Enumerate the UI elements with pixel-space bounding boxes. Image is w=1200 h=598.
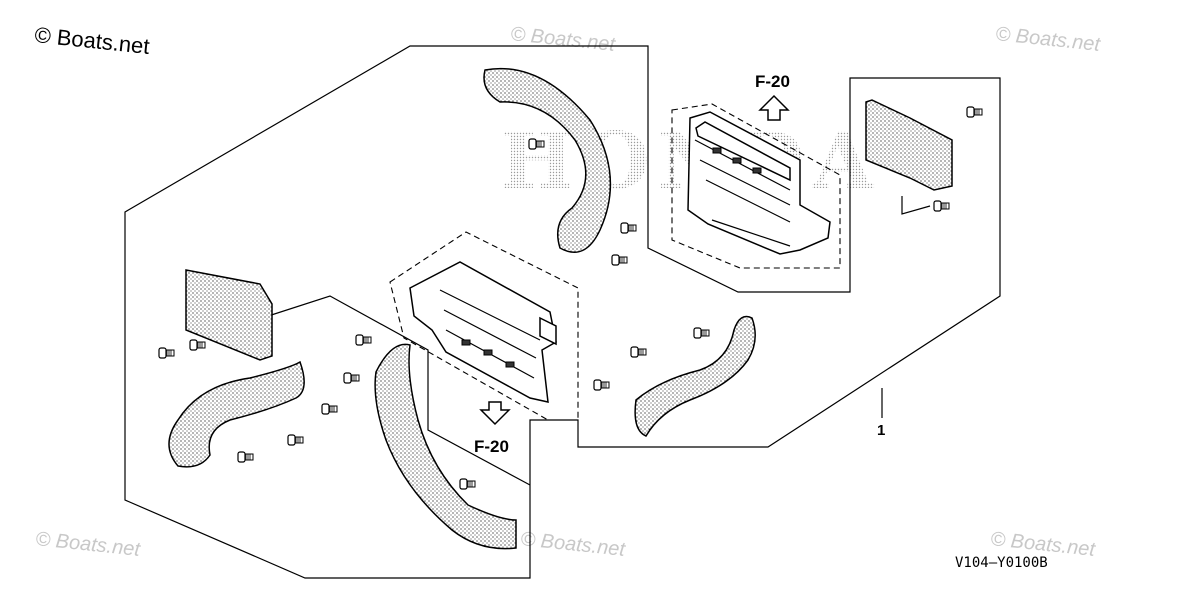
screw-icon <box>237 451 254 463</box>
right-gasket-plate <box>865 99 953 191</box>
screw-icon <box>355 334 372 346</box>
screw-icon <box>593 379 610 391</box>
right-lower-curved-guard <box>634 315 756 437</box>
lower-bracket-dashed-outline <box>389 231 579 421</box>
watermark-top-center: © Boats.net <box>509 23 617 56</box>
screw-icon <box>630 346 647 358</box>
part-ref-number: 1 <box>877 422 885 439</box>
leader-line <box>901 196 931 215</box>
arrow-down-icon <box>479 401 511 426</box>
watermark-top-right: © Boats.net <box>994 23 1102 56</box>
watermark-main: © Boats.net <box>33 22 150 59</box>
screw-icon <box>528 138 545 150</box>
screw-icon <box>966 106 983 118</box>
screw-icon <box>158 347 175 359</box>
lower-mount-bracket <box>409 261 557 403</box>
screw-icon <box>611 254 628 266</box>
screw-icon <box>620 222 637 234</box>
screw-icon <box>343 372 360 384</box>
upper-mount-bracket <box>687 111 831 255</box>
left-gasket-plate <box>185 269 273 361</box>
watermark-bottom-center: © Boats.net <box>519 528 627 561</box>
screw-icon <box>459 478 476 490</box>
watermark-bottom-left: © Boats.net <box>34 528 142 561</box>
screw-icon <box>933 200 950 212</box>
center-tall-guard <box>374 343 517 550</box>
callout-f20-lower: F-20 <box>474 437 509 456</box>
inner-boundary-lines <box>261 295 531 486</box>
arrow-up-icon <box>758 94 790 121</box>
upper-curved-guard <box>483 67 612 253</box>
screw-icon <box>189 339 206 351</box>
diagram-code: V104—Y0100B <box>955 555 1048 571</box>
callout-f20-upper: F-20 <box>755 72 790 91</box>
kit-boundary-outline <box>124 45 1001 579</box>
upper-bracket-dashed-outline <box>671 103 841 269</box>
left-curved-guard <box>168 360 305 468</box>
screw-icon <box>693 327 710 339</box>
screw-icon <box>287 434 304 446</box>
brand-logo-background: HONDA <box>500 116 881 207</box>
screw-icon <box>321 403 338 415</box>
